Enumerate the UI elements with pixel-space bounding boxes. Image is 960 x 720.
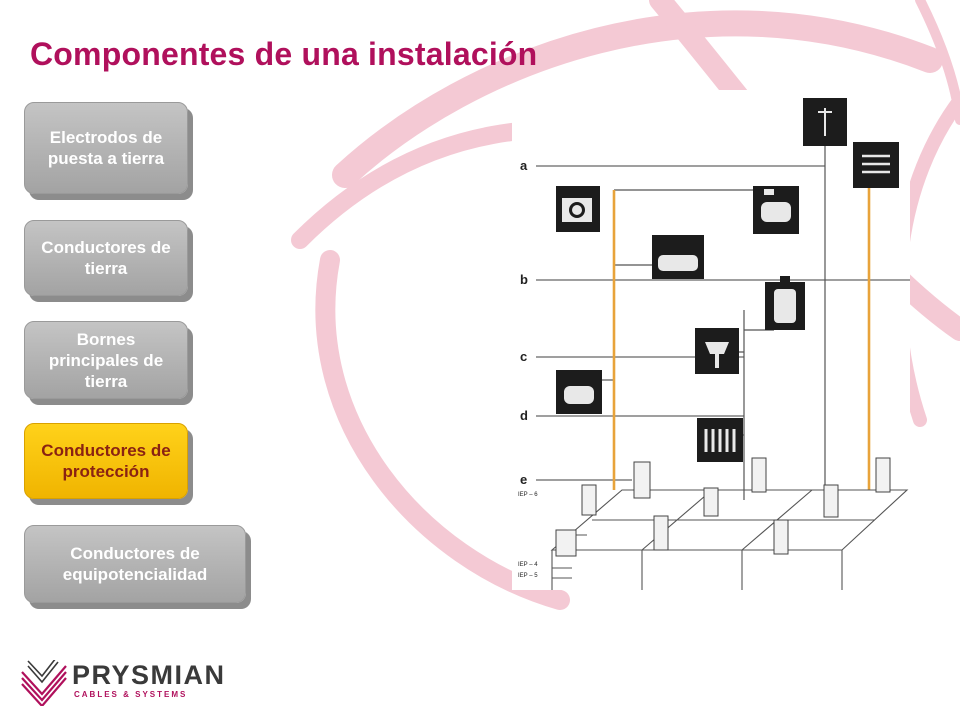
nav-button-conductores-proteccion[interactable]: Conductores de protección (24, 423, 188, 499)
installation-diagram-drawing: a b c d e (518, 98, 910, 590)
footer-label-iep-5: IEP – 5 (518, 573, 538, 579)
nav-button-conductores-equipotencialidad[interactable]: Conductores de equipotencialidad (24, 525, 246, 603)
nav-button-electrodos[interactable]: Electrodos de puesta a tierra (24, 102, 188, 194)
installation-diagram: a b c d e (512, 90, 910, 590)
level-label-d: d (520, 408, 528, 423)
footer-label-iep-6: IEP – 6 (518, 492, 538, 498)
nav-button-label: Bornes principales de tierra (48, 329, 164, 391)
level-label-b: b (520, 272, 528, 287)
brand-tagline: CABLES & SYSTEMS (74, 690, 188, 699)
appliance-boiler-icon (556, 370, 602, 414)
prysmian-logo: PRYSMIAN CABLES & SYSTEMS (18, 660, 248, 708)
footer-label-iep-4: IEP – 4 (518, 562, 538, 568)
appliance-dryer-icon (753, 186, 799, 234)
appliance-washer-icon (556, 186, 600, 232)
nav-button-label: Conductores de tierra (41, 238, 171, 278)
appliance-water-heater-icon (765, 276, 805, 330)
level-label-e: e (520, 472, 527, 487)
foundation-grid (550, 489, 909, 590)
nav-button-conductores-tierra[interactable]: Conductores de tierra (24, 220, 188, 296)
brand-name: PRYSMIAN (72, 660, 226, 690)
appliance-sink-icon (695, 328, 739, 374)
nav-button-bornes-principales[interactable]: Bornes principales de tierra (24, 321, 188, 399)
page-title: Componentes de una instalación (30, 36, 538, 72)
lightning-rod-icon (853, 142, 899, 188)
appliance-bathtub-icon (652, 235, 704, 279)
antenna-mast-icon (803, 98, 847, 146)
prysmian-logo-mark-icon (21, 660, 67, 706)
level-label-a: a (520, 158, 528, 173)
nav-button-label: Electrodos de puesta a tierra (47, 128, 165, 168)
nav-button-label: Conductores de equipotencialidad (62, 544, 208, 584)
nav-button-label: Conductores de protección (41, 441, 171, 481)
level-label-c: c (520, 349, 527, 364)
appliance-radiator-icon (697, 418, 743, 462)
